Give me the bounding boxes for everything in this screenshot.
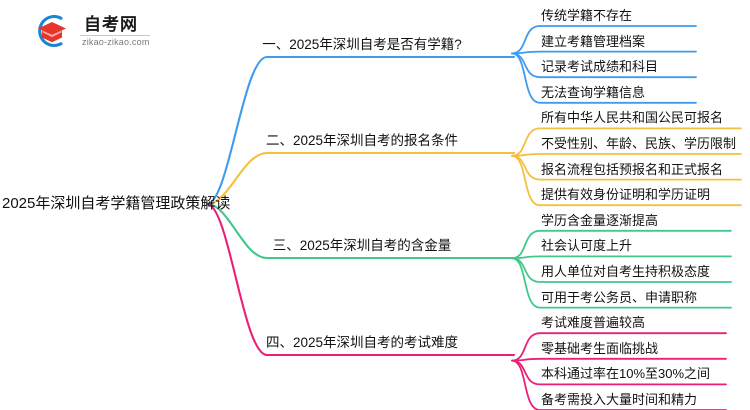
leaf-node-label: 备考需投入大量时间和精力 xyxy=(541,392,698,407)
mindmap-branch-node[interactable]: 三、2025年深圳自考的含金量 xyxy=(212,234,512,258)
branch-edge xyxy=(205,151,516,206)
mindmap-leaf-node[interactable]: 不受性别、年龄、民族、学历限制 xyxy=(541,133,736,155)
mindmap-leaf-node[interactable]: 用人单位对自考生持积极态度 xyxy=(541,261,710,283)
mindmap-leaf-node[interactable]: 本科通过率在10%至30%之间 xyxy=(541,363,710,385)
leaf-node-label: 提供有效身份证明和学历证明 xyxy=(541,187,711,203)
leaf-node-label: 考试难度普遍较高 xyxy=(541,315,646,331)
mindmap-leaf-node[interactable]: 传统学籍不存在 xyxy=(541,5,632,27)
leaf-node-label: 用人单位对自考生持积极态度 xyxy=(541,264,711,279)
mindmap-branch-node[interactable]: 四、2025年深圳自考的考试难度 xyxy=(212,331,512,355)
root-node-label: 2025年深圳自考学籍管理政策解读 xyxy=(2,195,231,212)
leaf-node-label: 所有中华人民共和国公民可报名 xyxy=(541,110,724,126)
brand-url: zikao-zikao.com xyxy=(82,37,150,47)
mindmap-branch-node[interactable]: 一、2025年深圳自考是否有学籍? xyxy=(212,33,512,57)
mindmap-leaf-node[interactable]: 报名流程包括预报名和正式报名 xyxy=(541,159,723,181)
mindmap-leaf-node[interactable]: 记录考试成绩和科目 xyxy=(541,56,658,78)
leaf-node-label: 学历含金量逐渐提高 xyxy=(541,212,659,228)
leaf-node-label: 社会认可度上升 xyxy=(541,238,633,254)
mindmap-leaf-node[interactable]: 所有中华人民共和国公民可报名 xyxy=(541,107,723,129)
mindmap-leaf-node[interactable]: 学历含金量逐渐提高 xyxy=(541,210,658,232)
mindmap-leaf-node[interactable]: 考试难度普遍较高 xyxy=(541,312,645,334)
leaf-node-label: 可用于考公务员、申请职称 xyxy=(541,289,698,305)
brand-text: 自考网 zikao-zikao.com xyxy=(80,14,150,48)
branch-node-label: 四、2025年深圳自考的考试难度 xyxy=(265,335,459,350)
mindmap-leaf-node[interactable]: 可用于考公务员、申请职称 xyxy=(541,287,697,309)
leaf-node-label: 传统学籍不存在 xyxy=(541,8,633,23)
mindmap-leaf-node[interactable]: 无法查询学籍信息 xyxy=(541,82,645,104)
branch-node-label: 三、2025年深圳自考的含金量 xyxy=(272,238,452,253)
branch-node-label: 一、2025年深圳自考是否有学籍? xyxy=(262,37,462,52)
leaf-node-label: 零基础考生面临挑战 xyxy=(541,340,659,356)
leaf-node-label: 本科通过率在10%至30%之间 xyxy=(541,366,711,382)
mindmap-leaf-node[interactable]: 社会认可度上升 xyxy=(541,235,632,257)
brand-title: 自考网 xyxy=(84,15,138,34)
brand-divider xyxy=(80,35,150,36)
graduation-cap-logo-icon xyxy=(38,14,66,48)
mindmap-leaf-node[interactable]: 零基础考生面临挑战 xyxy=(541,338,658,360)
leaf-node-label: 记录考试成绩和科目 xyxy=(541,59,659,75)
leaf-node-label: 不受性别、年龄、民族、学历限制 xyxy=(541,136,737,151)
mindmap-leaf-node[interactable]: 提供有效身份证明和学历证明 xyxy=(541,184,710,206)
site-logo: 自考网 zikao-zikao.com xyxy=(30,12,175,50)
leaf-node-label: 建立考籍管理档案 xyxy=(541,33,646,49)
mindmap-root-node[interactable]: 2025年深圳自考学籍管理政策解读 xyxy=(2,191,230,217)
leaf-node-label: 无法查询学籍信息 xyxy=(541,84,646,100)
leaf-node-label: 报名流程包括预报名和正式报名 xyxy=(541,161,724,177)
mindmap-branch-node[interactable]: 二、2025年深圳自考的报名条件 xyxy=(212,129,512,153)
mindmap-leaf-node[interactable]: 建立考籍管理档案 xyxy=(541,31,645,53)
branch-node-label: 二、2025年深圳自考的报名条件 xyxy=(265,133,459,148)
mindmap-leaf-node[interactable]: 备考需投入大量时间和精力 xyxy=(541,389,697,410)
